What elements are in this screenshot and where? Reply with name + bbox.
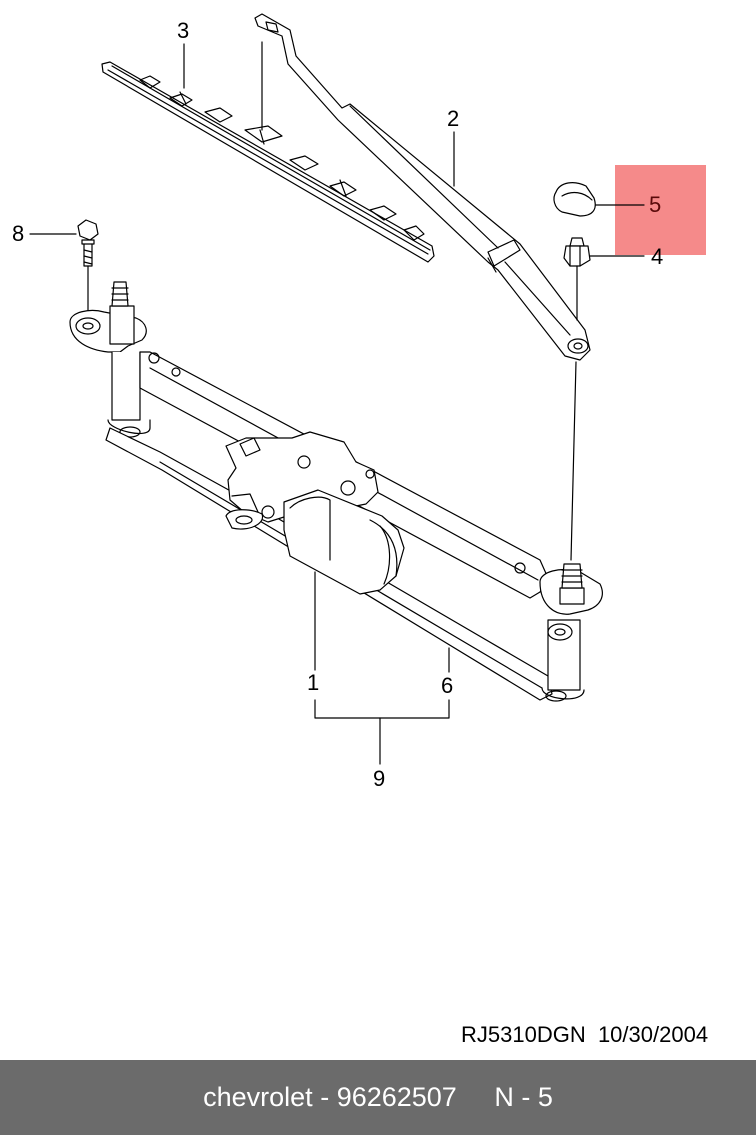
alignment-line-arm xyxy=(570,361,577,561)
nut-part-4 xyxy=(563,237,591,267)
footer-text: chevrolet - 96262507 N - 5 xyxy=(203,1082,553,1112)
footer-bar: chevrolet - 96262507 N - 5 xyxy=(0,1060,756,1135)
cap-part-5 xyxy=(553,182,596,217)
wiper-arm-part-2 xyxy=(254,13,591,361)
callout-2: 2 xyxy=(447,106,460,131)
callout-8: 8 xyxy=(12,221,25,246)
bolt-part-8 xyxy=(77,219,99,267)
drawing-code-date: RJ5310DGN 10/30/2004 xyxy=(461,1022,709,1047)
highlight-box-part-5 xyxy=(615,165,706,255)
bracket-9 xyxy=(314,699,450,719)
callout-3: 3 xyxy=(177,18,190,43)
callout-5: 5 xyxy=(649,192,662,217)
wiper-blade-part-3 xyxy=(101,61,435,263)
callout-4: 4 xyxy=(651,244,664,269)
footer-ref: N - 5 xyxy=(494,1082,553,1112)
wiper-linkage-diagram xyxy=(29,13,645,765)
wiper-motor-part-1 xyxy=(225,431,405,595)
callout-9: 9 xyxy=(373,766,386,791)
callout-6: 6 xyxy=(441,673,454,698)
footer-brand: chevrolet xyxy=(203,1082,313,1112)
callout-1: 1 xyxy=(307,670,320,695)
footer-part-number: 96262507 xyxy=(336,1082,457,1112)
